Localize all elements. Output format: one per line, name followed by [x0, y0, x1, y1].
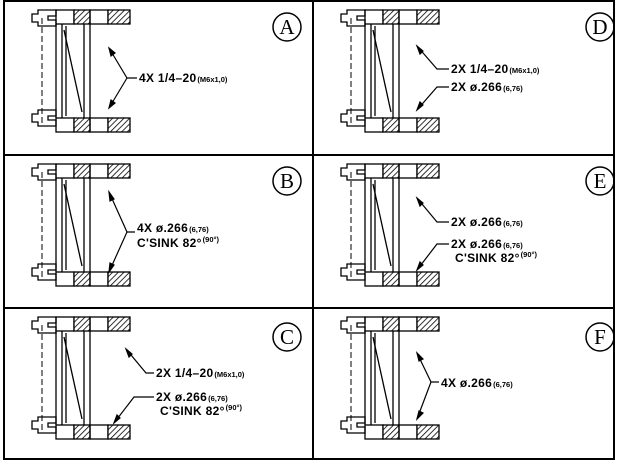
callout-line: 2X ø.266(6,76) [156, 390, 228, 404]
leader-lines [415, 44, 449, 112]
panel-letter-circle [272, 12, 302, 42]
callout-line: 2X ø.266(6,76) [451, 80, 523, 94]
leader-lines [415, 196, 449, 272]
leader-lines [107, 46, 137, 110]
leader-lines [415, 351, 439, 421]
fitting-drawing [340, 9, 440, 133]
fitting-drawing [31, 316, 131, 440]
callout-line: C'SINK 82°(90°) [137, 235, 220, 250]
fitting-drawing [340, 163, 440, 287]
panel-letter: B [280, 169, 294, 193]
leader-lines [112, 347, 154, 425]
panel-d: D 2X 1/4–20(M6x1,0) 2X ø.266(6,76) [340, 9, 615, 133]
callout-line: 2X ø.266(6,76) [451, 215, 523, 229]
fitting-drawing [31, 9, 131, 133]
panel-letter-circle [585, 166, 615, 196]
panel-letter: D [592, 15, 607, 39]
panel-e: E 2X ø.266(6,76) 2X ø.266(6,76) C'SINK 8… [340, 163, 615, 287]
panel-c: C 2X 1/4–20(M6x1,0) 2X ø.266(6,76) C'SIN… [31, 316, 302, 440]
panel-letter: E [594, 169, 607, 193]
panel-letter-circle [272, 166, 302, 196]
grid-frame [3, 0, 615, 460]
panel-letter: C [280, 325, 294, 349]
callout-line: 2X ø.266(6,76) [451, 237, 523, 251]
leader-lines [108, 189, 135, 275]
callout-line: 4X ø.266(6,76) [441, 376, 513, 390]
callout-line: 4X ø.266(6,76) [137, 221, 209, 235]
panel-letter: F [594, 325, 606, 349]
fitting-drawing [31, 163, 131, 287]
callout-line: 2X 1/4–20(M6x1,0) [156, 366, 245, 380]
callout-line: C'SINK 82°(90°) [455, 250, 538, 265]
panel-b: B 4X ø.266(6,76) C'SINK 82°(90°) [31, 163, 302, 287]
callout-line: 2X 1/4–20(M6x1,0) [451, 62, 540, 76]
panel-letter-circle [585, 322, 615, 352]
callout-line: C'SINK 82°(90°) [160, 403, 243, 418]
panel-letter-circle [272, 322, 302, 352]
fitting-drawing [340, 316, 440, 440]
panel-f: F 4X ø.266(6,76) [340, 316, 615, 440]
panel-letter: A [279, 15, 295, 39]
callout-line: 4X 1/4–20(M6x1,0) [139, 71, 228, 85]
panel-a: A 4X 1/4–20(M6x1,0) [31, 9, 302, 133]
panel-letter-circle [585, 12, 615, 42]
